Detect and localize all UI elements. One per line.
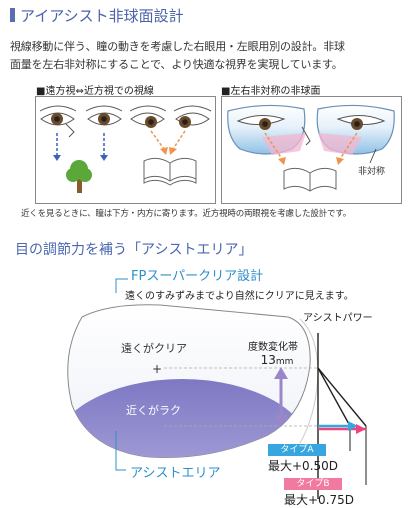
fp-leader-line: [115, 278, 128, 293]
lens-diagram: +: [67, 278, 367, 499]
heading-bar: [10, 8, 15, 22]
near-zone: [67, 379, 311, 458]
section2-title: 目の調節力を補う「アシストエリア」: [15, 242, 253, 258]
arrow-up-icon: [274, 367, 288, 379]
near-easy-label: 近くがラク: [126, 404, 181, 417]
panel-left-title: ■遠方視⇔近方視での視線: [36, 86, 154, 97]
assist-power-label: アシストパワー: [303, 313, 373, 324]
arrow-head-icon: [169, 147, 177, 155]
power-change-value: 13mm: [260, 353, 294, 368]
arrow-head-icon: [100, 155, 108, 161]
arrow-head-icon: [53, 155, 61, 161]
book-icon: [283, 167, 337, 192]
arrow-head-icon: [336, 157, 344, 165]
gaze-arrow-near: [264, 132, 283, 160]
asym-label: 非対称: [358, 167, 386, 177]
panel-right-title: ■左右非対称の非球面: [221, 86, 321, 97]
book-icon: [143, 157, 197, 186]
type-b-max: 最大+0.75D: [284, 493, 355, 507]
arrow-head-icon: [160, 147, 168, 155]
nose-icon: [301, 126, 311, 146]
fp-desc: 遠くのすみずみまでより自然にクリアに見えます。: [125, 291, 354, 302]
near-zone-left: [262, 133, 306, 155]
tree-icon: [66, 160, 92, 193]
arrow-down-icon: [274, 415, 288, 427]
center-cross-icon: +: [152, 362, 162, 376]
intro-line-2: 面量を左右非対称にすることで、より快適な視界を実現しています。: [10, 58, 343, 71]
gaze-arrow-near: [339, 132, 358, 160]
eye-icon: [39, 105, 77, 126]
assist-leader-line: [115, 431, 126, 471]
arrow-head-icon: [278, 157, 286, 165]
far-clear-label: 遠くがクリア: [121, 342, 187, 355]
asym-pointer: [369, 148, 377, 164]
power-change-band: 度数変化帯 13mm: [248, 341, 298, 369]
intro-text: 視線移動に伴う、瞳の動きを考慮した右眼用・左眼用別の設計。非球 面量を左右非対称…: [10, 38, 405, 74]
nose-icon: [65, 123, 75, 138]
arrow-right-icon: [356, 424, 366, 434]
power-curve-b: [317, 367, 367, 427]
eye-icon: [173, 105, 212, 128]
aspheric-illustration: [227, 104, 395, 192]
section-heading: アイアシスト非球面設計: [10, 5, 184, 26]
gaze-arrow-near: [172, 130, 186, 150]
eye-icon: [85, 105, 123, 126]
near-zone-right: [318, 133, 362, 155]
assist-area-title: アシストエリア: [130, 466, 221, 481]
type-b-badge: タイプB: [284, 478, 342, 490]
type-a-max: 最大+0.50D: [268, 459, 339, 473]
type-a-badge: タイプA: [268, 444, 326, 456]
panel-caption: 近くを見るときに、瞳は下方・内方に寄ります。近方視時の両眼視を考慮した設計です。: [21, 209, 352, 219]
gaze-illustration: [39, 105, 212, 193]
gaze-arrow-near: [150, 130, 165, 150]
eye-icon: [129, 105, 167, 128]
intro-line-1: 視線移動に伴う、瞳の動きを考慮した右眼用・左眼用別の設計。非球: [10, 40, 345, 53]
far-near-gaze-panel: [35, 96, 216, 204]
fp-title: FPスーパークリア設計: [131, 269, 264, 284]
section-title: アイアシスト非球面設計: [20, 7, 184, 25]
power-curve-a: [317, 367, 351, 427]
asymmetric-aspheric-panel: [221, 96, 402, 204]
arrow-right-icon: [348, 421, 358, 431]
power-change-label: 度数変化帯: [248, 342, 298, 353]
